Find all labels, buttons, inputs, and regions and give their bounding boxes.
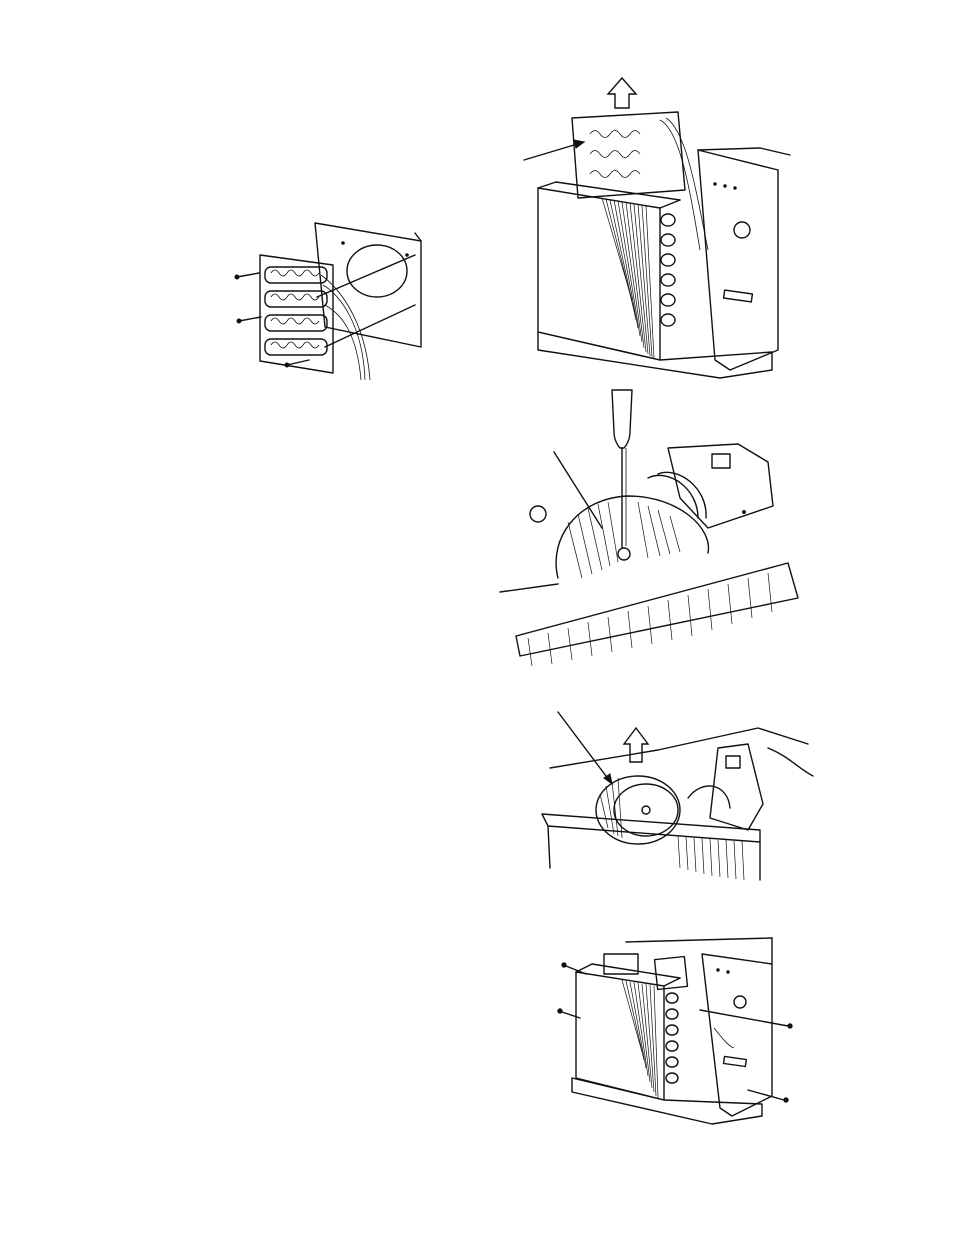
mounting-screws <box>558 963 792 1102</box>
evaporator-coil <box>576 972 664 1100</box>
blower-wheel <box>556 472 708 578</box>
coil-fins <box>678 836 744 880</box>
coil-fins <box>622 980 658 1098</box>
leader-line <box>317 255 415 297</box>
up-arrow-icon <box>608 78 636 108</box>
heating-coils <box>265 267 327 355</box>
evaporator-screws-figure <box>552 928 802 1128</box>
coil-fins <box>528 573 772 666</box>
callout-arrow <box>558 712 612 784</box>
chassis-side <box>698 150 778 370</box>
heater-assembly-illustration <box>225 215 430 385</box>
leader-line <box>325 305 415 347</box>
heating-coils <box>590 131 640 178</box>
heater-assembly-figure <box>225 215 430 385</box>
heater-lift-out-illustration <box>510 70 800 380</box>
base-pan <box>538 332 772 378</box>
mounting-panel <box>315 223 421 347</box>
evaporator-mounting-screws-illustration <box>552 928 802 1128</box>
up-arrow-icon <box>624 728 648 762</box>
motor-bracket <box>710 744 763 830</box>
heater-removal-figure <box>510 70 800 380</box>
callout-line <box>554 452 602 528</box>
chassis-side <box>702 954 772 1116</box>
coil-tubes <box>661 214 675 326</box>
blower-removal-figure <box>538 708 818 888</box>
blower-wheel <box>596 776 680 844</box>
coil-fins <box>602 198 654 358</box>
coil-frame <box>542 814 760 842</box>
coil-tubes <box>666 993 678 1083</box>
heater-assembly <box>572 112 685 198</box>
drain-hole <box>530 506 546 522</box>
blower-screw-figure <box>498 388 803 668</box>
screwdriver-handle <box>612 390 632 448</box>
evaporator-coil <box>538 188 660 360</box>
screwdriver-blower-wheel-illustration <box>498 388 803 668</box>
blower-wheel-lift-out-illustration <box>538 708 818 888</box>
base-pan <box>572 1078 762 1124</box>
